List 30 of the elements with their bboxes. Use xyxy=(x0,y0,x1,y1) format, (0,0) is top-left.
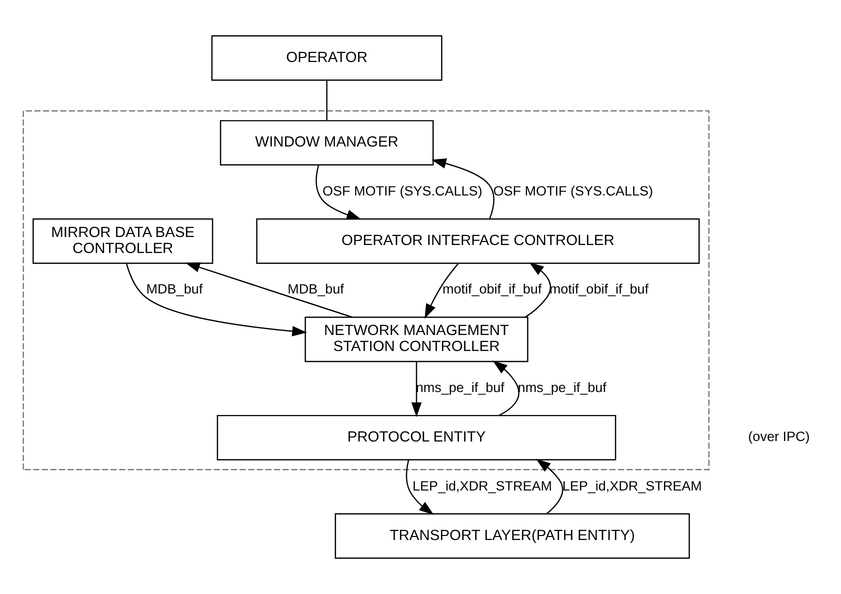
arrow xyxy=(185,262,352,318)
arrow xyxy=(411,362,422,418)
edge-label: motif_obif_if_buf xyxy=(442,282,542,297)
arrow xyxy=(492,360,520,416)
arrow xyxy=(536,458,564,514)
node-box: OPERATOR xyxy=(211,35,442,81)
edge-label: OSF MOTIF (SYS.CALLS) xyxy=(493,183,654,198)
node-box: TRANSPORT LAYER(PATH ENTITY) xyxy=(334,513,690,559)
arrow xyxy=(424,263,459,319)
arrow xyxy=(431,158,494,219)
connector xyxy=(326,80,328,120)
cluster xyxy=(22,110,710,470)
edge-label: nms_pe_if_buf xyxy=(416,380,504,395)
arrow xyxy=(126,263,307,336)
edge-label: LEP_id,XDR_STREAM xyxy=(412,478,552,494)
edge-label: nms_pe_if_buf xyxy=(518,380,606,395)
edge-label: OSF MOTIF (SYS.CALLS) xyxy=(322,183,482,198)
node-box: OPERATOR INTERFACE CONTROLLER xyxy=(256,218,700,264)
edge-label: MDB_buf xyxy=(288,282,344,297)
label: (over IPC) xyxy=(748,429,810,444)
edge-label: LEP_id,XDR_STREAM xyxy=(562,478,702,494)
edge-label: MDB_buf xyxy=(146,282,203,297)
node-box: WINDOW MANAGER xyxy=(220,120,434,166)
edge-label: motif_obif_if_buf xyxy=(549,282,648,297)
node-box: NETWORK MANAGEMENT STATION CONTROLLER xyxy=(304,316,528,362)
arrow xyxy=(316,165,362,220)
arrow xyxy=(525,262,552,318)
node-box: PROTOCOL ENTITY xyxy=(216,414,616,460)
node-box: MIRROR DATA BASE CONTROLLER xyxy=(32,218,214,264)
arrow xyxy=(406,460,434,515)
